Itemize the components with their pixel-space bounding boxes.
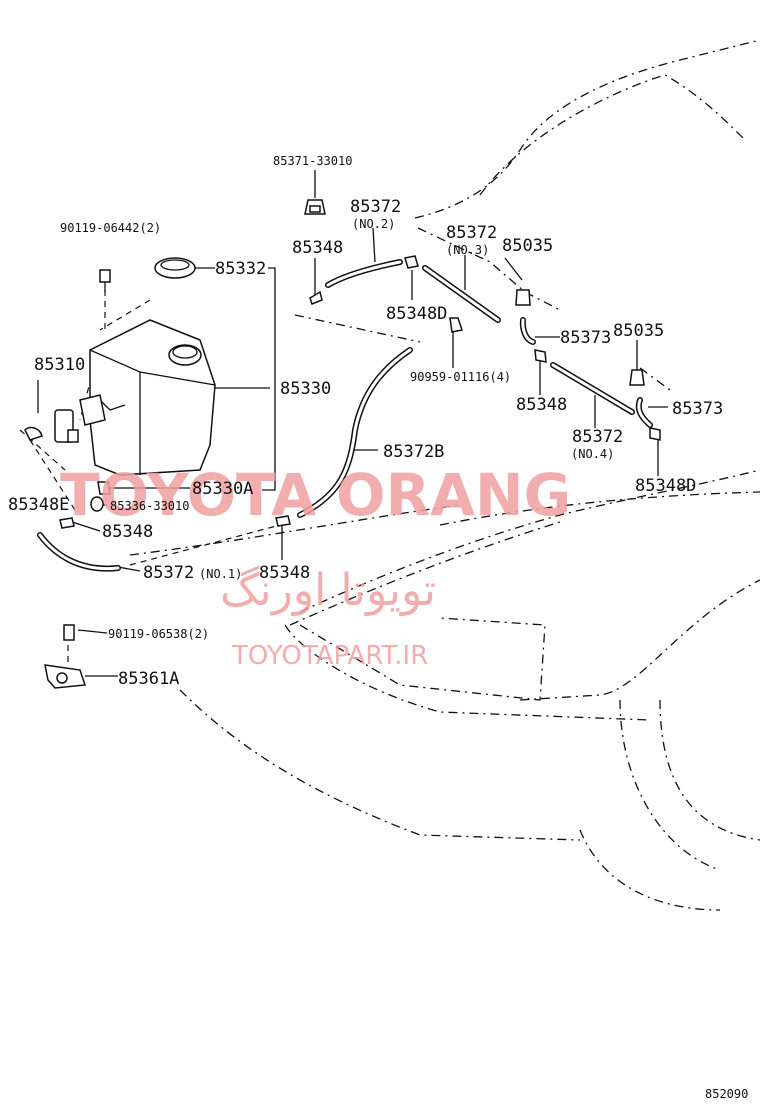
label-85035-b: 85035 bbox=[613, 321, 664, 341]
label-85348-top: 85348 bbox=[292, 238, 343, 258]
connectors bbox=[59, 255, 661, 529]
label-85372-no3-sub: (NO.3) bbox=[446, 243, 489, 257]
label-85372-no4-sub: (NO.4) bbox=[571, 447, 614, 461]
watermark-brand: TOYOTA ORANG bbox=[60, 461, 571, 529]
label-85372b: 85372B bbox=[383, 442, 444, 462]
tank-cap bbox=[154, 257, 196, 279]
label-85348-bottom: 85348 bbox=[259, 563, 310, 583]
label-85372-no3: 85372 bbox=[446, 223, 497, 243]
label-85372-no2: 85372 bbox=[350, 197, 401, 217]
label-85330: 85330 bbox=[280, 379, 331, 399]
label-85372-no1-sub: (NO.1) bbox=[199, 567, 242, 581]
hoses bbox=[37, 259, 653, 572]
part-labels: 85371-33010 90119-06442(2) 85332 85348 8… bbox=[8, 154, 723, 689]
label-90959: 90959-01116(4) bbox=[410, 370, 511, 384]
label-85372-no4: 85372 bbox=[572, 427, 623, 447]
label-85372-no2-sub: (NO.2) bbox=[352, 217, 395, 231]
car-body-outline bbox=[129, 39, 760, 911]
leader-lines bbox=[37, 170, 668, 677]
grommet-85336-icon bbox=[90, 496, 104, 512]
washer-tank bbox=[79, 319, 216, 476]
label-85035-a: 85035 bbox=[502, 236, 553, 256]
label-85372-no1: 85372 bbox=[143, 563, 194, 583]
label-85361a: 85361A bbox=[118, 669, 179, 689]
label-90119b: 90119-06538(2) bbox=[108, 627, 209, 641]
label-85336: 85336-33010 bbox=[110, 499, 189, 513]
watermark-persian: تویوتا اورنگ bbox=[220, 565, 436, 616]
label-90119a: 90119-06442(2) bbox=[60, 221, 161, 235]
label-85310: 85310 bbox=[34, 355, 85, 375]
label-85348-mid: 85348 bbox=[516, 395, 567, 415]
label-85332: 85332 bbox=[215, 259, 266, 279]
label-85348-left: 85348 bbox=[102, 522, 153, 542]
label-85348d-top: 85348D bbox=[386, 304, 447, 324]
watermark: TOYOTA ORANG تویوتا اورنگ TOYOTAPART.IR bbox=[60, 461, 571, 671]
washer-pump bbox=[24, 409, 79, 443]
clip-85330a-icon bbox=[97, 481, 111, 495]
diagram-code: 852090 bbox=[705, 1087, 748, 1101]
label-85373-a: 85373 bbox=[560, 328, 611, 348]
bracket-85361a-icon bbox=[44, 664, 87, 689]
bolt-90119a-icon bbox=[99, 269, 111, 292]
label-85330a: 85330A bbox=[192, 479, 253, 499]
label-85348e: 85348E bbox=[8, 495, 69, 515]
label-85348d-low: 85348D bbox=[635, 476, 696, 496]
bolt-90119b-icon bbox=[63, 624, 75, 641]
watermark-site: TOYOTAPART.IR bbox=[231, 641, 428, 671]
label-85371: 85371-33010 bbox=[273, 154, 352, 168]
nozzle-85371-icon bbox=[304, 199, 326, 215]
label-85373-b: 85373 bbox=[672, 399, 723, 419]
